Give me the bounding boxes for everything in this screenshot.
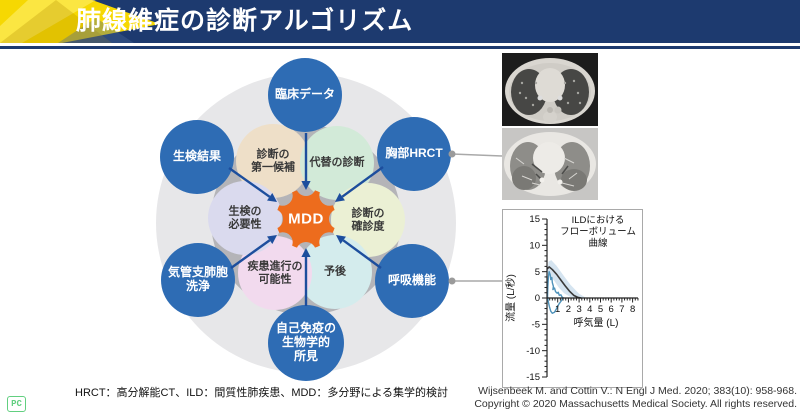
ct-image-top: [502, 53, 598, 126]
page-title: 肺線維症の診断アルゴリズム: [76, 7, 414, 35]
arrow-head-0: [301, 181, 311, 190]
chart-series: [546, 260, 586, 314]
node-autoimmune-findings: [268, 305, 344, 381]
node-mdd-center: [276, 189, 336, 249]
mediastinum: [533, 142, 565, 174]
x-axis-label: 呼気量 (L): [574, 316, 619, 329]
node-bronchoalveolar-lavage: [161, 243, 235, 317]
arrow-head-2: [336, 235, 346, 245]
citation: Wijsenbeek M. and Cottin V.: N Engl J Me…: [474, 385, 797, 410]
arrow-head-1: [335, 192, 345, 202]
arrow-head-5: [266, 193, 277, 202]
chart-title-line: フローボリューム: [560, 227, 636, 238]
node-clinical-data: [268, 58, 342, 132]
arrow-line-1: [341, 166, 384, 198]
y-tick-label: 5: [535, 267, 540, 278]
node-first-diagnosis-candidate: [236, 124, 310, 198]
pc-logo: PC: [7, 396, 26, 412]
x-tick-label: 3: [576, 304, 581, 315]
normal-range-band: [547, 260, 586, 298]
normal-flow-volume-curve: [546, 266, 582, 299]
x-tick-label: 4: [587, 304, 592, 315]
x-tick-label: 1: [555, 304, 560, 315]
node-biopsy-results: [160, 120, 234, 194]
arrow-line-4: [230, 239, 271, 269]
y-tick-label: -5: [532, 320, 540, 331]
y-tick-label: 0: [535, 293, 540, 304]
y-tick-label: -10: [526, 346, 540, 357]
reference-connector-lines: [448, 150, 503, 285]
y-tick-label: 10: [529, 241, 540, 252]
y-tick-label: -15: [526, 372, 540, 383]
header-accent-decoration: [0, 0, 180, 43]
citation-line2: Copyright © 2020 Massachusetts Medical S…: [474, 397, 797, 410]
x-tick-label: 2: [566, 304, 571, 315]
x-tick-label: 5: [598, 304, 603, 315]
chart-title-line: ILDにおける: [572, 215, 625, 226]
citation-line1: Wijsenbeek M. and Cottin V.: N Engl J Me…: [478, 385, 797, 397]
mediastinum: [535, 68, 565, 102]
arrow-line-5: [228, 167, 271, 198]
chart-title-line: 曲線: [588, 237, 608, 249]
arrow-head-3: [301, 248, 311, 257]
node-biopsy-necessity: [208, 181, 282, 255]
node-pulmonary-function: [375, 244, 449, 318]
x-tick-label: 8: [630, 304, 635, 315]
ct-image-bottom: [502, 128, 598, 200]
ild-flow-volume-loop: [546, 270, 564, 314]
y-tick-label: 15: [529, 214, 540, 225]
node-disease-progression: [238, 236, 312, 310]
y-axis-label: 流量 (L/秒): [504, 274, 517, 322]
node-chest-hrct: [377, 117, 451, 191]
node-prognosis: [298, 235, 372, 309]
arrow-line-2: [342, 239, 382, 269]
x-tick-label: 7: [619, 304, 624, 315]
connector-dot-1: [448, 277, 456, 285]
x-tick-label: 6: [609, 304, 614, 315]
mdd-arrows: [228, 133, 384, 306]
arrow-head-4: [267, 235, 277, 244]
abbreviation-footnote: HRCT：高分解能CT、ILD：間質性肺疾患、MDD：多分野による集学的検討: [75, 387, 449, 399]
connector-dot-0: [448, 150, 456, 158]
header-rule: [0, 46, 800, 49]
chart-ticks: [542, 218, 639, 378]
node-alternative-diagnosis: [300, 126, 374, 200]
connector-line-0: [451, 153, 503, 157]
